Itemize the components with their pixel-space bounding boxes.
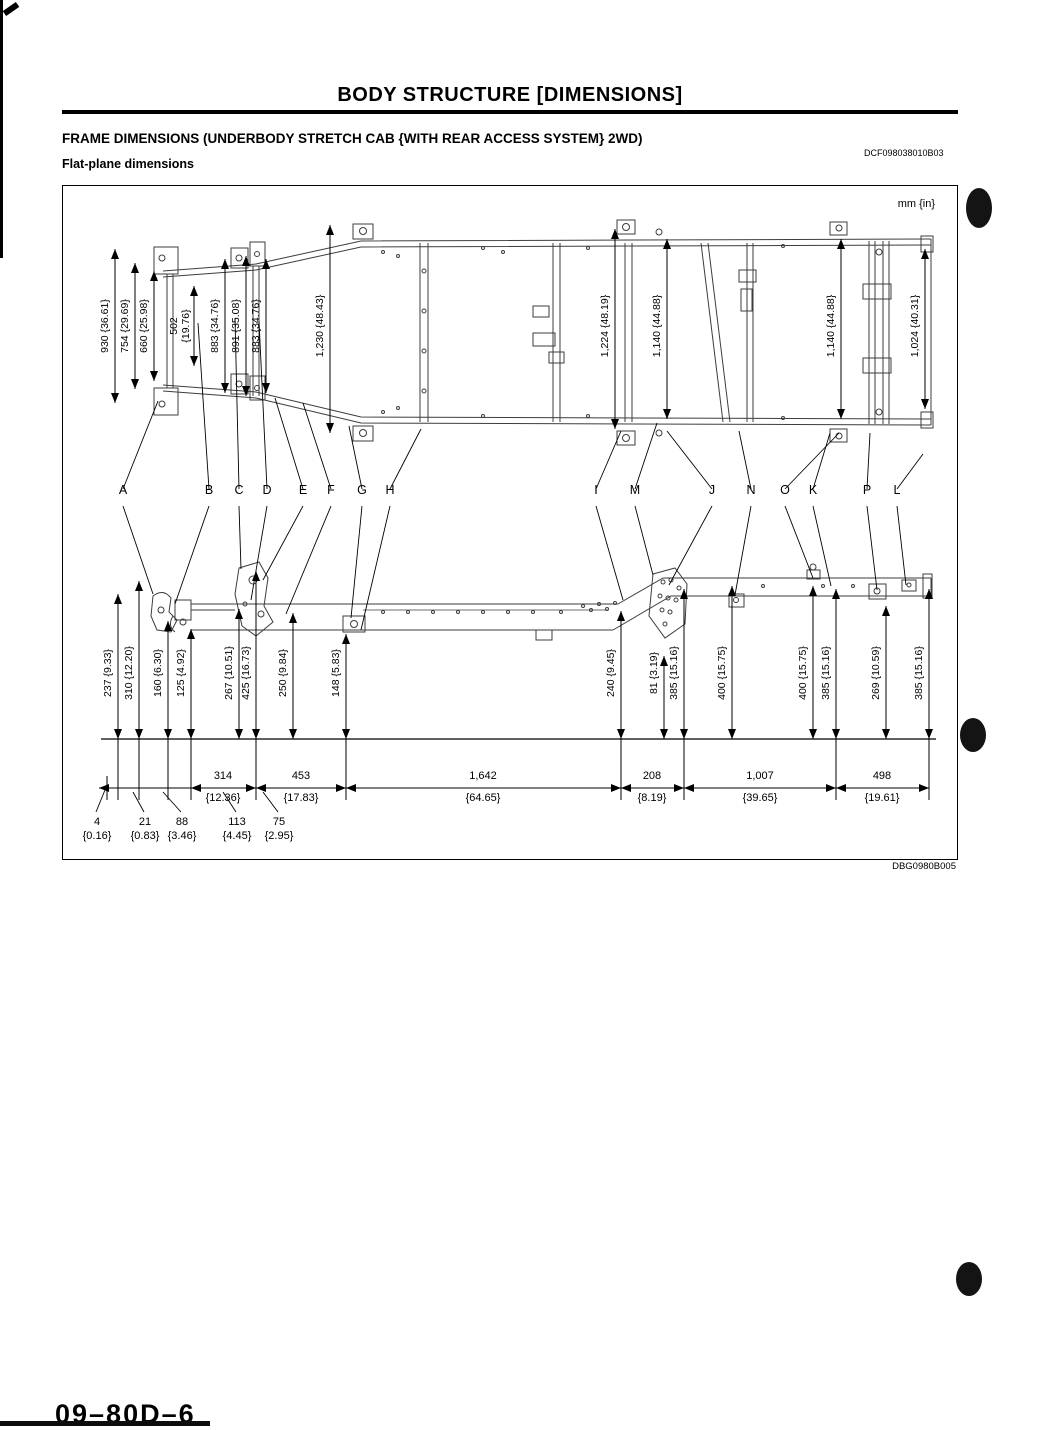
- reference-point-label: N: [746, 483, 756, 497]
- length-dimension-mm: 498: [872, 770, 892, 782]
- offset-dimension-mm: 21: [138, 816, 152, 828]
- reference-point-label: D: [262, 483, 272, 497]
- offset-dimension: 75 {2.95}: [256, 815, 302, 843]
- dimension-label: 1,024 {40.31}: [909, 294, 921, 358]
- dimension-label: 883 {34.76}: [250, 299, 262, 353]
- page-title: BODY STRUCTURE [DIMENSIONS]: [337, 84, 683, 106]
- dimension-label: 148 {5.83}: [330, 649, 342, 697]
- subsection-heading: Flat-plane dimensions: [62, 157, 194, 171]
- scan-edge-artifact: [0, 0, 3, 258]
- title-underline: [62, 110, 958, 114]
- reference-point-label: M: [629, 483, 641, 497]
- units-label: mm {in}: [897, 198, 935, 210]
- scan-bottom-artifact: [0, 1421, 210, 1426]
- length-dimension-mm: 314: [213, 770, 233, 782]
- frame-top-view: [153, 219, 934, 446]
- binder-hole-mark: [960, 718, 986, 752]
- figure-code: DBG0980B005: [892, 861, 956, 872]
- offset-dimension-mm: 75: [272, 816, 286, 828]
- reference-point-label: P: [862, 483, 872, 497]
- reference-point-label: O: [780, 483, 790, 497]
- dimension-label: 125 {4.92}: [175, 649, 187, 697]
- length-dimension-in: {39.65}: [742, 792, 778, 804]
- length-dimension-mm: 453: [291, 770, 311, 782]
- reference-point-label: A: [118, 483, 128, 497]
- frame-diagram-drawing: [95, 219, 936, 813]
- dimension-label: 754 {29.69}: [119, 299, 131, 353]
- dimension-label: 160 {6.30}: [152, 649, 164, 697]
- reference-point-label: H: [385, 483, 395, 497]
- reference-point-label: B: [204, 483, 214, 497]
- binder-hole-mark: [966, 188, 992, 228]
- reference-point-label: F: [327, 483, 335, 497]
- leader-lines: [95, 317, 924, 813]
- dimension-label: 267 {10.51}: [223, 646, 235, 700]
- offset-dimension: 4 {0.16}: [74, 815, 120, 843]
- dimension-label: 930 {36.61}: [99, 299, 111, 353]
- offset-dimension-mm: 88: [175, 816, 189, 828]
- scan-corner-artifact: [2, 1, 20, 17]
- reference-point-label: J: [708, 483, 716, 497]
- dimension-label: 310 {12.20}: [123, 646, 135, 700]
- dimension-label: 1,140 {44.88}: [825, 294, 837, 358]
- length-dimension-in: {19.61}: [864, 792, 900, 804]
- offset-dimension-mm: 113: [228, 816, 246, 828]
- length-dimension-mm: 1,007: [746, 770, 774, 782]
- dimension-label: 385 {15.16}: [668, 646, 680, 700]
- document-code: DCF098038010B03: [864, 148, 944, 158]
- reference-point-label: I: [594, 483, 598, 497]
- reference-point-label: G: [357, 483, 367, 497]
- length-dimension-in: {8.19}: [637, 792, 667, 804]
- frame-dimensions-diagram: mm {in} 930 {36.61} 754 {29.69} 660 {25.…: [62, 185, 958, 860]
- dimension-label: 660 {25.98}: [138, 299, 150, 353]
- frame-side-view: [150, 561, 933, 641]
- dimension-label: 883 {34.76}: [209, 299, 221, 353]
- offset-dimension-in: {0.16}: [82, 830, 112, 842]
- reference-point-label: C: [234, 483, 244, 497]
- dimension-arrows: [99, 225, 936, 800]
- dimension-label: 250 {9.84}: [277, 649, 289, 697]
- offset-dimension-in: {4.45}: [222, 830, 252, 842]
- length-dimension-in: {12.36}: [205, 792, 241, 804]
- dimension-label: 1,224 {48.19}: [599, 294, 611, 358]
- offset-dimension-in: {2.95}: [264, 830, 294, 842]
- length-dimension-mm: 208: [642, 770, 662, 782]
- length-dimension-in: {64.65}: [465, 792, 501, 804]
- dimension-label: 400 {15.75}: [797, 646, 809, 700]
- dimension-label: 240 {9.45}: [605, 649, 617, 697]
- dimension-label: 385 {15.16}: [913, 646, 925, 700]
- length-dimension-in: {17.83}: [283, 792, 319, 804]
- reference-point-label: K: [808, 483, 818, 497]
- dimension-label: 81 {3.19}: [648, 651, 660, 695]
- offset-dimension-mm: 4: [93, 816, 101, 828]
- reference-point-label: L: [893, 483, 901, 497]
- offset-dimension: 88 {3.46}: [159, 815, 205, 843]
- dimension-label: 269 {10.59}: [870, 646, 882, 700]
- dimension-label: 385 {15.16}: [820, 646, 832, 700]
- offset-dimension-in: {3.46}: [167, 830, 197, 842]
- offset-dimension: 113 {4.45}: [214, 815, 260, 843]
- offset-dimension-in: {0.83}: [130, 830, 160, 842]
- dimension-label: 400 {15.75}: [716, 646, 728, 700]
- dimension-label: 425 {16.73}: [240, 646, 252, 700]
- offset-dimension: 21 {0.83}: [122, 815, 168, 843]
- dimension-label: 237 {9.33}: [102, 649, 114, 697]
- dimension-label: 502 {19.76}: [168, 309, 192, 343]
- dimension-label: 1,230 {48.43}: [314, 294, 326, 358]
- section-heading: FRAME DIMENSIONS (UNDERBODY STRETCH CAB …: [62, 131, 643, 146]
- reference-point-label: E: [298, 483, 308, 497]
- dimension-label: 1,140 {44.88}: [651, 294, 663, 358]
- dimension-label: 891 {35.08}: [230, 299, 242, 353]
- length-dimension-mm: 1,642: [469, 770, 497, 782]
- binder-hole-mark: [956, 1262, 982, 1296]
